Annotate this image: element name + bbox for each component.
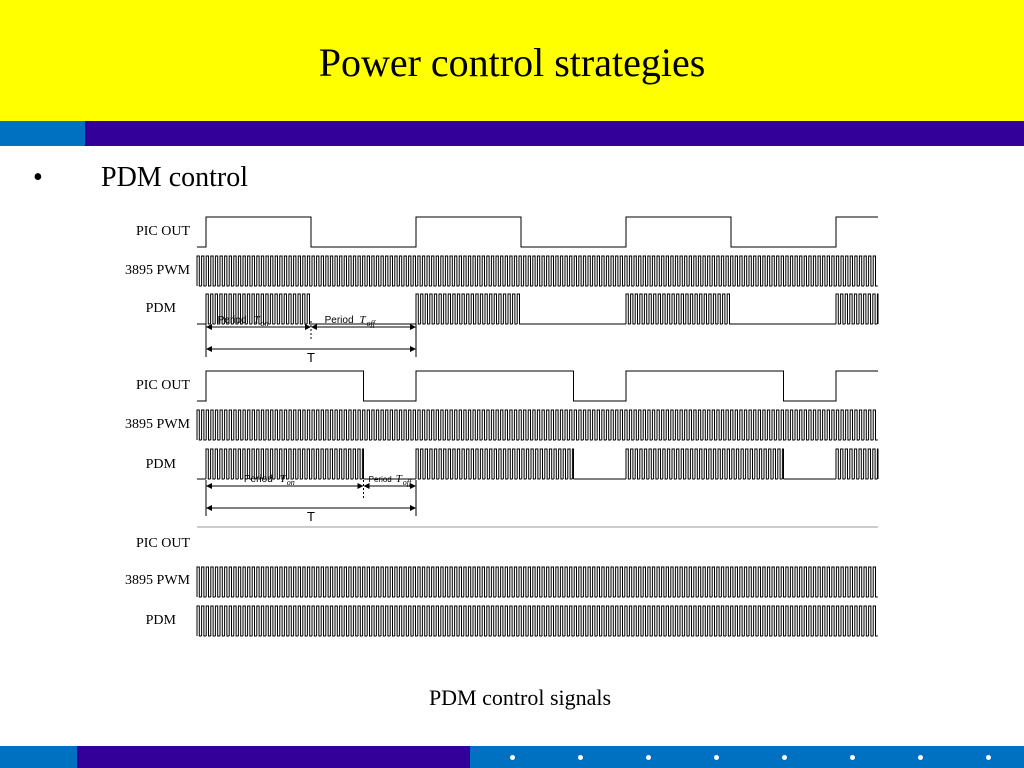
period-label-on: Period	[244, 474, 273, 485]
bullet-symbol: •	[33, 162, 43, 193]
header-band-blue	[0, 121, 85, 146]
period-t-arrow-head	[410, 346, 416, 352]
period-T-label: T	[307, 509, 315, 524]
footer-dot	[782, 755, 787, 760]
footer-band-blue	[0, 746, 77, 768]
signal-label-3895-pwm: 3895 PWM	[125, 417, 191, 432]
pdm-waveform	[197, 448, 879, 480]
title-bar	[0, 0, 1024, 121]
footer-dot	[578, 755, 583, 760]
ton-arrow-head	[206, 483, 212, 489]
signal-label-pic-out: PIC OUT	[136, 224, 191, 239]
period-label-off: Period	[325, 315, 354, 326]
toff-label: T	[396, 473, 403, 485]
ton-label: T	[254, 314, 261, 326]
pdm-waveform	[196, 605, 878, 637]
footer-dot	[986, 755, 991, 760]
ton-arrow-head	[305, 324, 311, 330]
ton-subscript: on	[287, 478, 295, 487]
period-label-on: Period	[218, 315, 247, 326]
pdm-waveform	[197, 293, 879, 325]
footer-band	[0, 746, 1024, 768]
ton-arrow-head	[206, 324, 212, 330]
toff-arrow-head	[311, 324, 317, 330]
footer-dot	[918, 755, 923, 760]
signal-label-pdm: PDM	[146, 457, 177, 472]
toff-arrow-head	[410, 324, 416, 330]
signal-label-pic-out: PIC OUT	[136, 378, 191, 393]
toff-label: T	[360, 314, 367, 326]
ton-subscript: on	[261, 319, 269, 328]
pic-out-waveform	[197, 216, 878, 248]
header-band-purple	[85, 121, 1024, 146]
period-label-off: Period	[369, 475, 392, 484]
signal-label-3895-pwm: 3895 PWM	[125, 573, 191, 588]
footer-band-dots-area	[470, 746, 1024, 768]
header-band	[0, 121, 1024, 146]
pdm-timing-diagram: PIC OUT 3895 PWM PDM PIC OUT 3895 PWM PDM PIC …	[125, 216, 879, 637]
period-t-arrow-head	[410, 505, 416, 511]
slide-title: Power control strategies	[318, 40, 706, 85]
footer-dot	[850, 755, 855, 760]
signal-label-pic-out: PIC OUT	[136, 536, 191, 551]
pwm-waveform	[196, 409, 878, 441]
pic-out-waveform	[197, 370, 878, 402]
footer-dot	[646, 755, 651, 760]
ton-label: T	[280, 473, 287, 485]
toff-arrow-head	[363, 483, 370, 489]
period-T-label: T	[307, 350, 315, 365]
period-t-arrow-head	[206, 346, 212, 352]
toff-arrow-head	[410, 483, 416, 489]
toff-subscript: off	[403, 478, 413, 487]
signal-label-pdm: PDM	[146, 613, 177, 628]
bullet-item: • PDM control	[0, 158, 600, 198]
ton-arrow-head	[357, 483, 364, 489]
signal-label-pdm: PDM	[146, 301, 177, 316]
toff-subscript: off	[367, 319, 377, 328]
bullet-text: PDM control	[101, 162, 248, 193]
pwm-waveform	[196, 255, 878, 287]
footer-dot	[714, 755, 719, 760]
pwm-waveform	[196, 566, 878, 598]
footer-band-purple	[77, 746, 470, 768]
footer-dot	[510, 755, 515, 760]
figure-caption: PDM control signals	[428, 685, 612, 710]
signal-label-3895-pwm: 3895 PWM	[125, 263, 191, 278]
period-t-arrow-head	[206, 505, 212, 511]
